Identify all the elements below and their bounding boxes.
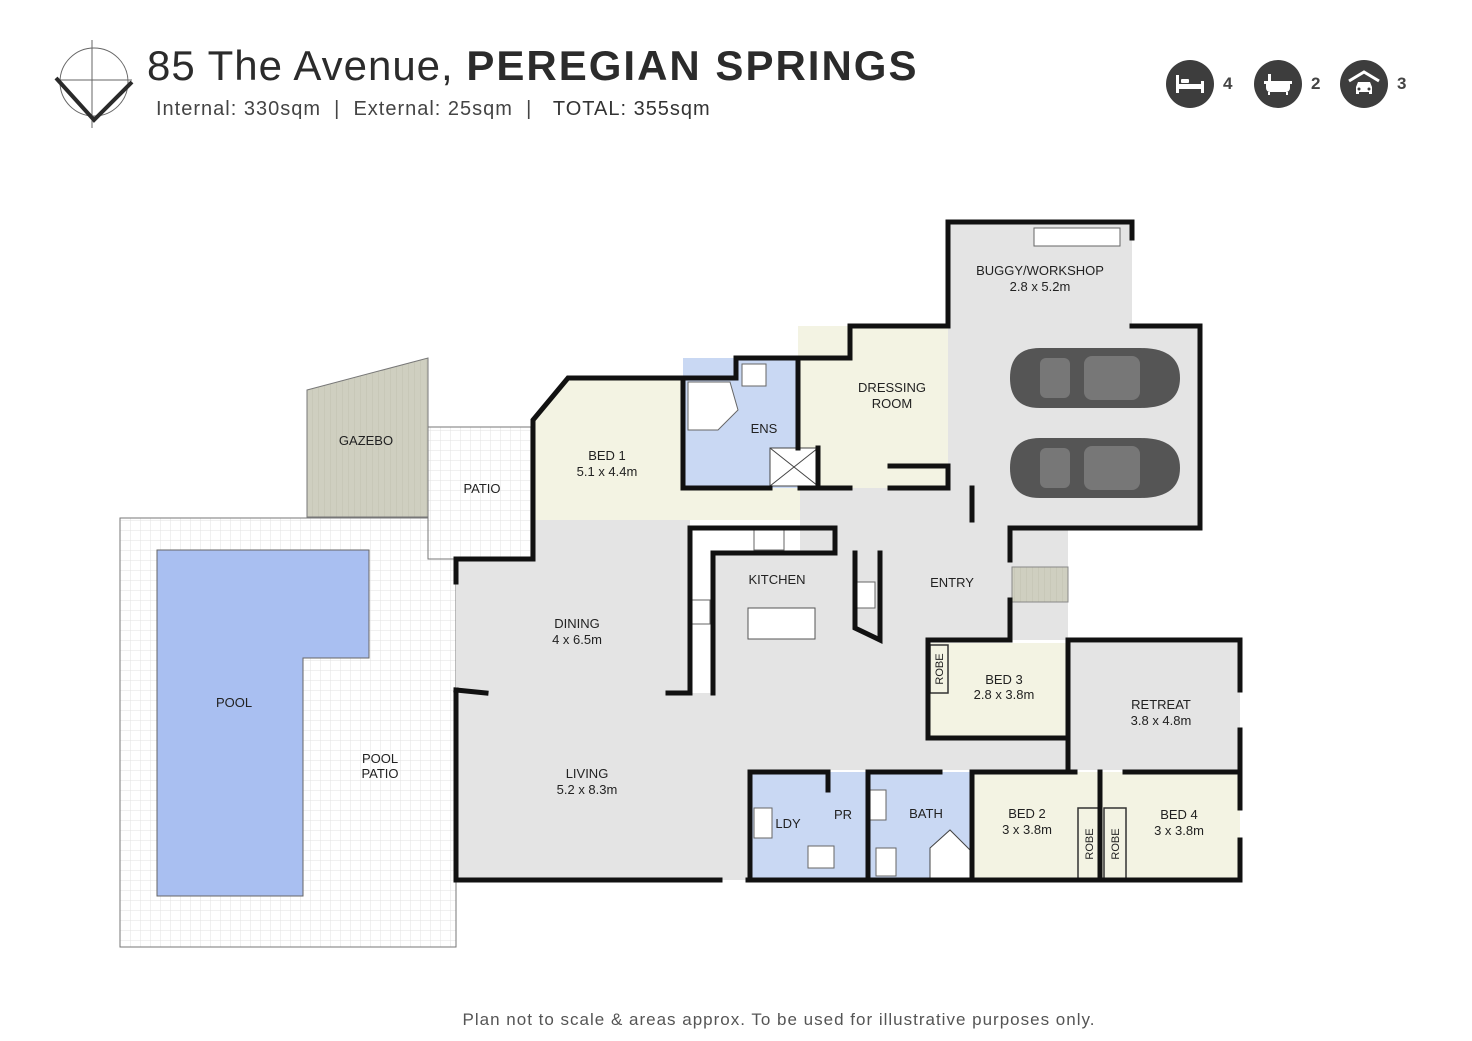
bed3-size: 2.8 x 3.8m bbox=[974, 687, 1035, 702]
robe-label: ROBE bbox=[934, 653, 946, 684]
patio-label: PATIO bbox=[463, 481, 500, 496]
pool-patio-label: PATIO bbox=[361, 766, 398, 781]
gazebo-label: GAZEBO bbox=[339, 433, 393, 448]
living-size: 5.2 x 8.3m bbox=[557, 782, 618, 797]
bed1-floor bbox=[533, 378, 800, 520]
gazebo-area bbox=[306, 357, 429, 518]
bedrooms-feature: 4 bbox=[1166, 60, 1232, 108]
garage-feature: 3 bbox=[1340, 60, 1406, 108]
living-label: LIVING bbox=[566, 766, 609, 781]
vanity bbox=[869, 789, 887, 821]
pool-shape bbox=[156, 549, 370, 897]
bathrooms-count: 2 bbox=[1311, 74, 1321, 93]
patio-area bbox=[427, 426, 534, 560]
suburb-text: PEREGIAN SPRINGS bbox=[466, 42, 919, 89]
robe-label: ROBE bbox=[1110, 828, 1122, 859]
total-area: TOTAL: 355sqm bbox=[552, 98, 711, 120]
bath-label: BATH bbox=[909, 806, 943, 821]
separator: | bbox=[526, 98, 533, 120]
bed4-label: BED 4 bbox=[1160, 807, 1198, 822]
address-text: 85 The Avenue, bbox=[147, 42, 454, 89]
bathrooms-feature: 2 bbox=[1254, 60, 1320, 108]
area-summary: Internal: 330sqm | External: 25sqm | TOT… bbox=[156, 98, 711, 121]
bed4-size: 3 x 3.8m bbox=[1154, 823, 1204, 838]
disclaimer: Plan not to scale & areas approx. To be … bbox=[462, 1010, 1096, 1029]
pool-patio-label: POOL bbox=[362, 751, 398, 766]
bed1-size: 5.1 x 4.4m bbox=[577, 464, 638, 479]
retreat-size: 3.8 x 4.8m bbox=[1131, 713, 1192, 728]
sink bbox=[854, 581, 876, 609]
dressing-floor bbox=[798, 326, 948, 488]
garage-icon bbox=[1340, 60, 1388, 108]
dining-label: DINING bbox=[554, 616, 600, 631]
ensuite-label: ENS bbox=[751, 421, 778, 436]
retreat-label: RETREAT bbox=[1131, 697, 1191, 712]
walls bbox=[453, 219, 1243, 883]
kitchen-label: KITCHEN bbox=[748, 572, 805, 587]
powder-room-label: PR bbox=[834, 807, 852, 822]
bed3-floor bbox=[928, 643, 1068, 738]
bathtub bbox=[687, 381, 739, 431]
dining-size: 4 x 6.5m bbox=[552, 632, 602, 647]
brand-logo bbox=[54, 40, 134, 128]
garage-bench bbox=[1033, 227, 1121, 247]
dressing-label: DRESSING bbox=[858, 380, 926, 395]
bed1-label: BED 1 bbox=[588, 448, 626, 463]
bath-icon bbox=[1254, 60, 1302, 108]
buggy-size: 2.8 x 5.2m bbox=[1010, 279, 1071, 294]
bed3-label: BED 3 bbox=[985, 672, 1023, 687]
bed2-size: 3 x 3.8m bbox=[1002, 822, 1052, 837]
kitchen-island bbox=[747, 607, 816, 640]
entry-stair bbox=[1011, 566, 1069, 603]
living-dining-floor bbox=[456, 520, 1068, 880]
buggy-label: BUGGY/WORKSHOP bbox=[976, 263, 1104, 278]
dressing-label: ROOM bbox=[872, 396, 912, 411]
garage-count: 3 bbox=[1397, 74, 1407, 93]
cooktop bbox=[753, 529, 785, 551]
toilet bbox=[875, 847, 897, 877]
laundry-label: LDY bbox=[775, 816, 801, 831]
retreat-floor bbox=[1068, 643, 1240, 770]
toilet bbox=[807, 845, 835, 869]
sink bbox=[691, 599, 711, 625]
separator: | bbox=[334, 98, 341, 120]
pool-label: POOL bbox=[216, 695, 252, 710]
robe-label: ROBE bbox=[1084, 828, 1096, 859]
internal-area: Internal: 330sqm bbox=[156, 98, 321, 120]
toilet bbox=[741, 363, 767, 387]
car-icon bbox=[1010, 348, 1180, 408]
bed-icon bbox=[1166, 60, 1214, 108]
car-icon bbox=[1010, 438, 1180, 498]
washing-machine bbox=[753, 807, 773, 839]
bedrooms-count: 4 bbox=[1223, 74, 1233, 93]
entry-label: ENTRY bbox=[930, 575, 974, 590]
bed2-label: BED 2 bbox=[1008, 806, 1046, 821]
page-title: 85 The Avenue, PEREGIAN SPRINGS bbox=[147, 42, 918, 90]
external-area: External: 25sqm bbox=[353, 98, 513, 120]
